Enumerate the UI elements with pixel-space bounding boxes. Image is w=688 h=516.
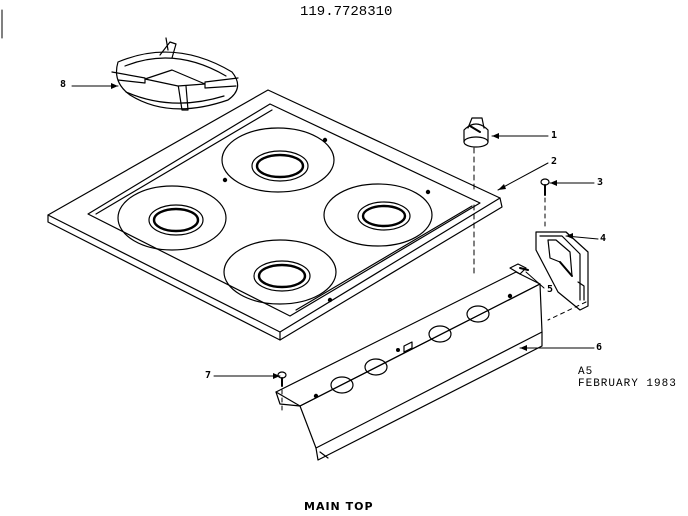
bracket-alignment-line <box>547 301 587 321</box>
main-cooktop <box>47 89 503 341</box>
screw-3 <box>540 178 550 196</box>
diagram-caption: MAIN TOP <box>304 500 374 513</box>
revision-code: A5 <box>578 366 594 378</box>
leader-arrowheads <box>111 83 573 379</box>
callout-8: 8 <box>60 79 67 90</box>
clip-5 <box>509 263 529 275</box>
callout-6: 6 <box>596 342 603 353</box>
revision-date: FEBRUARY 1983 <box>578 378 677 390</box>
leader-lines <box>71 85 599 377</box>
callout-3: 3 <box>597 177 604 188</box>
callout-7: 7 <box>205 370 212 381</box>
burner-grate <box>111 37 239 111</box>
control-knob <box>463 117 489 148</box>
callout-1: 1 <box>551 130 558 141</box>
model-number: 119.7728310 <box>300 4 393 20</box>
screw-7 <box>277 371 287 387</box>
callout-4: 4 <box>600 233 607 244</box>
end-bracket <box>535 231 589 311</box>
callout-2: 2 <box>551 156 558 167</box>
callout-5: 5 <box>547 284 554 295</box>
